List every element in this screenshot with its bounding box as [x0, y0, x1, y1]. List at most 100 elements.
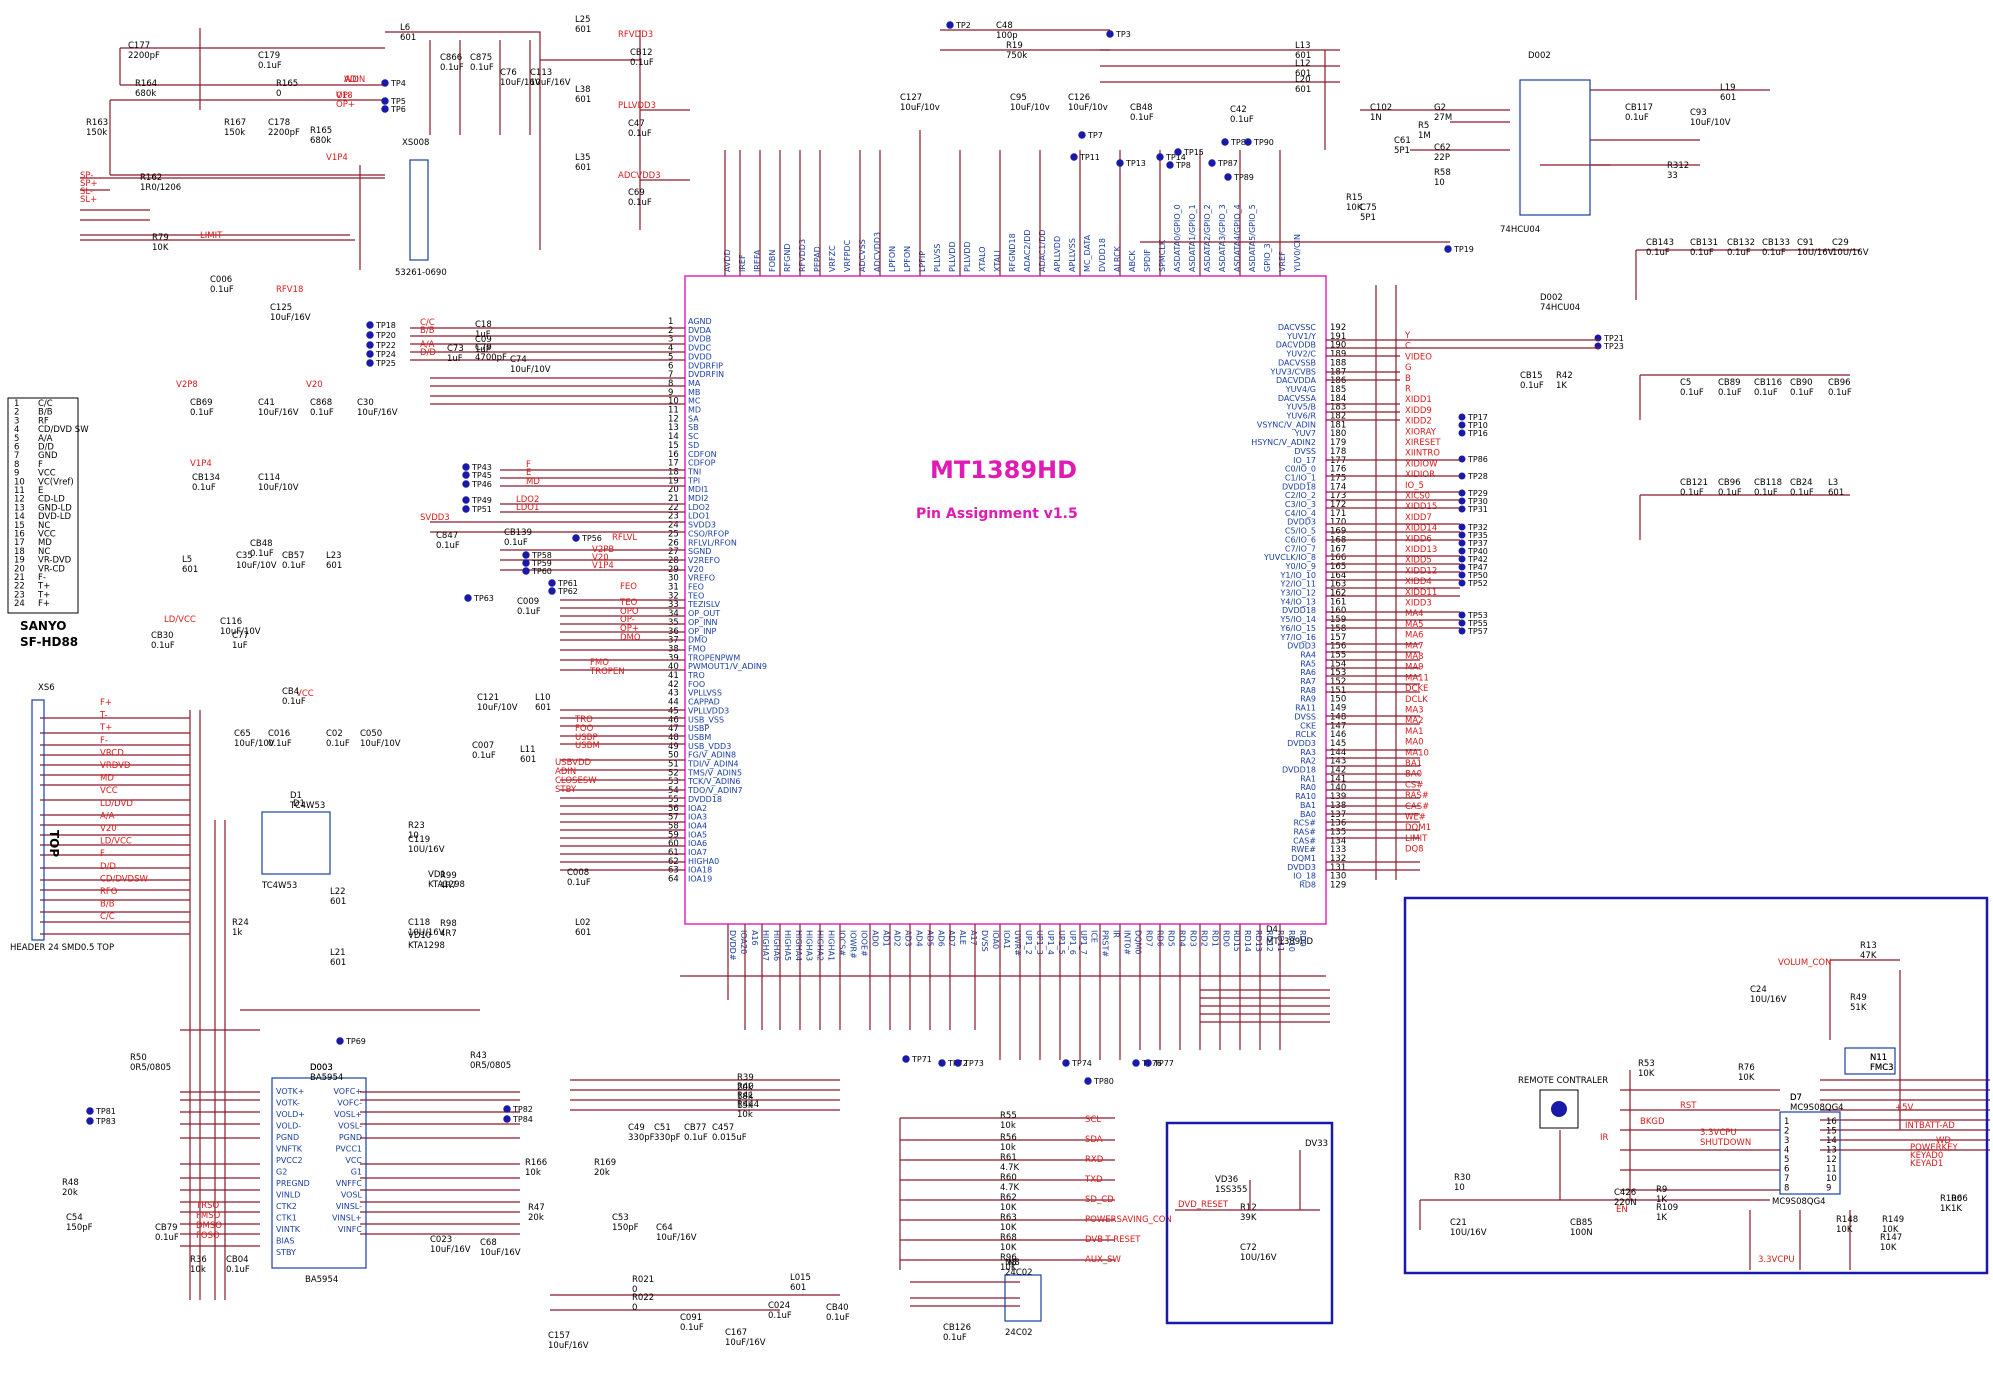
testpoint-dot: [462, 505, 470, 513]
component-ref: C72: [1240, 1243, 1257, 1253]
chip-pin-number: 54: [668, 786, 679, 796]
driver-pin-name: VINSL-: [336, 1202, 362, 1211]
testpoint-dot: [1444, 245, 1452, 253]
net-label: KEYAD0: [1910, 1151, 1943, 1161]
driver-pin-name: VOSL+: [334, 1110, 362, 1119]
component-ref: C125: [270, 303, 292, 313]
testpoint-dot: [1244, 138, 1252, 146]
net-label: F-: [100, 736, 108, 746]
xs6-label: HEADER 24 SMD0.5 TOP: [10, 943, 114, 953]
component-value: 20k: [594, 1168, 610, 1178]
chip-pin-number: 152: [1330, 677, 1346, 687]
component-ref: C121: [477, 693, 499, 703]
testpoint-label: TP13: [1125, 159, 1146, 168]
component-ref: C113: [530, 68, 552, 78]
net-label: F: [526, 460, 531, 470]
component-value: 10U/16V: [1750, 995, 1787, 1005]
chip-pin-name: RD3: [1188, 930, 1197, 947]
n11-part: FMC3: [1870, 1063, 1894, 1073]
component-value: 2200pF: [128, 51, 160, 61]
chip-pin-number: 182: [1330, 412, 1346, 422]
component-value: 10uF/10v: [900, 103, 940, 113]
testpoint-dot: [1458, 619, 1466, 627]
component-value: 0R5/0805: [130, 1063, 171, 1073]
chip-pin-number: 31: [668, 583, 679, 593]
component-value: 601: [330, 958, 346, 968]
chip-pin-name: YUV1/Y: [1286, 332, 1316, 341]
net-label: MA0: [1405, 738, 1424, 748]
component-value: 0.1uF: [1646, 248, 1670, 258]
pin-table-signal: T+: [37, 590, 50, 600]
chip-pin-number: 131: [1330, 863, 1346, 873]
chip-pin-name: MD: [688, 406, 701, 415]
chip-pin-name: TNI: [687, 467, 701, 476]
d7-mcu: [1779, 1111, 1841, 1195]
chip-pin-name: C7/IO_7: [1285, 544, 1316, 553]
xs008-connector: [409, 159, 429, 261]
component-value: 10uF/16V: [430, 1245, 471, 1255]
chip-pin-name: ADAC1/DD: [1038, 229, 1047, 272]
component-value: 1K: [1656, 1213, 1667, 1223]
net-label: ADIN: [555, 767, 576, 777]
chip-pin-number: 9: [668, 388, 673, 398]
component-ref: R5: [1418, 121, 1429, 131]
driver-pin-name: CTK1: [276, 1214, 297, 1223]
component-ref: D7: [1790, 1093, 1802, 1103]
component-ref: C875: [470, 53, 492, 63]
driver-pin-name: VOFC+: [333, 1087, 362, 1096]
chip-pin-name: AD3: [903, 930, 912, 947]
net-label: B/B: [100, 900, 115, 910]
chip-pin-number: 141: [1330, 774, 1346, 784]
component-value: 601: [520, 755, 536, 765]
net-label: ADCVDD3: [618, 171, 661, 181]
net-label: USBP: [575, 733, 598, 743]
chip-pin-name: HIGHA6: [772, 930, 781, 961]
driver-pin-name: VNFTK: [276, 1145, 303, 1154]
net-label: VCC: [100, 786, 118, 796]
testpoint-dot: [1458, 523, 1466, 531]
chip-pin-name: DVDD18: [1282, 482, 1316, 491]
chip-pin-number: 164: [1330, 571, 1346, 581]
testpoint-dot: [522, 559, 530, 567]
pin-table-signal: B/B: [38, 408, 53, 418]
chip-pin-name: VSYNC/V_ADIN: [1257, 420, 1316, 429]
chip-pin-name: ICE: [1090, 930, 1099, 943]
chip-pin-name: RA3: [1300, 748, 1316, 757]
chip-pin-name: A17: [969, 930, 978, 946]
pin-table-number: 17: [14, 538, 25, 548]
component-ref: L35: [575, 153, 591, 163]
component-ref: L21: [330, 948, 346, 958]
component-ref: C050: [360, 729, 382, 739]
testpoint-dot: [1224, 173, 1232, 181]
chip-pin-number: 53: [668, 777, 679, 787]
mcu-pin-number: 7: [1784, 1174, 1789, 1184]
component-ref: D003: [310, 1063, 333, 1073]
component-ref: R39: [737, 1073, 754, 1083]
component-value: 15k: [737, 1101, 753, 1111]
component-value: 1K: [1951, 1204, 1962, 1214]
component-value: 10uF/10V: [236, 561, 277, 571]
pin-table-signal: VCC: [38, 469, 56, 479]
component-value: 10k: [1000, 1143, 1016, 1153]
d002-part: 74HCU04: [1500, 225, 1540, 235]
component-ref: C127: [900, 93, 922, 103]
component-ref: R63: [1000, 1213, 1017, 1223]
net-label: USBVDD: [555, 758, 592, 768]
chip-pin-number: 23: [668, 512, 679, 522]
testpoint-dot: [1458, 611, 1466, 619]
chip-pin-number: 61: [668, 848, 679, 858]
chip-pin-name: IOA7: [688, 848, 707, 857]
driver-pin-name: VINLD: [276, 1191, 300, 1200]
component-value: 10uF/16V: [530, 78, 571, 88]
component-ref: R60: [1000, 1173, 1017, 1183]
component-ref: L13: [1295, 41, 1311, 51]
component-ref: C41: [258, 398, 275, 408]
testpoint-dot: [1156, 153, 1164, 161]
component-value: 4.7K: [1000, 1163, 1020, 1173]
chip-pin-number: 30: [668, 574, 679, 584]
component-value: 10: [1454, 1183, 1465, 1193]
net-label: SP+: [80, 179, 98, 189]
component-ref: R68: [1000, 1233, 1017, 1243]
component-value: 10uF/10V: [477, 703, 518, 713]
testpoint-label: TP87: [1217, 159, 1238, 168]
